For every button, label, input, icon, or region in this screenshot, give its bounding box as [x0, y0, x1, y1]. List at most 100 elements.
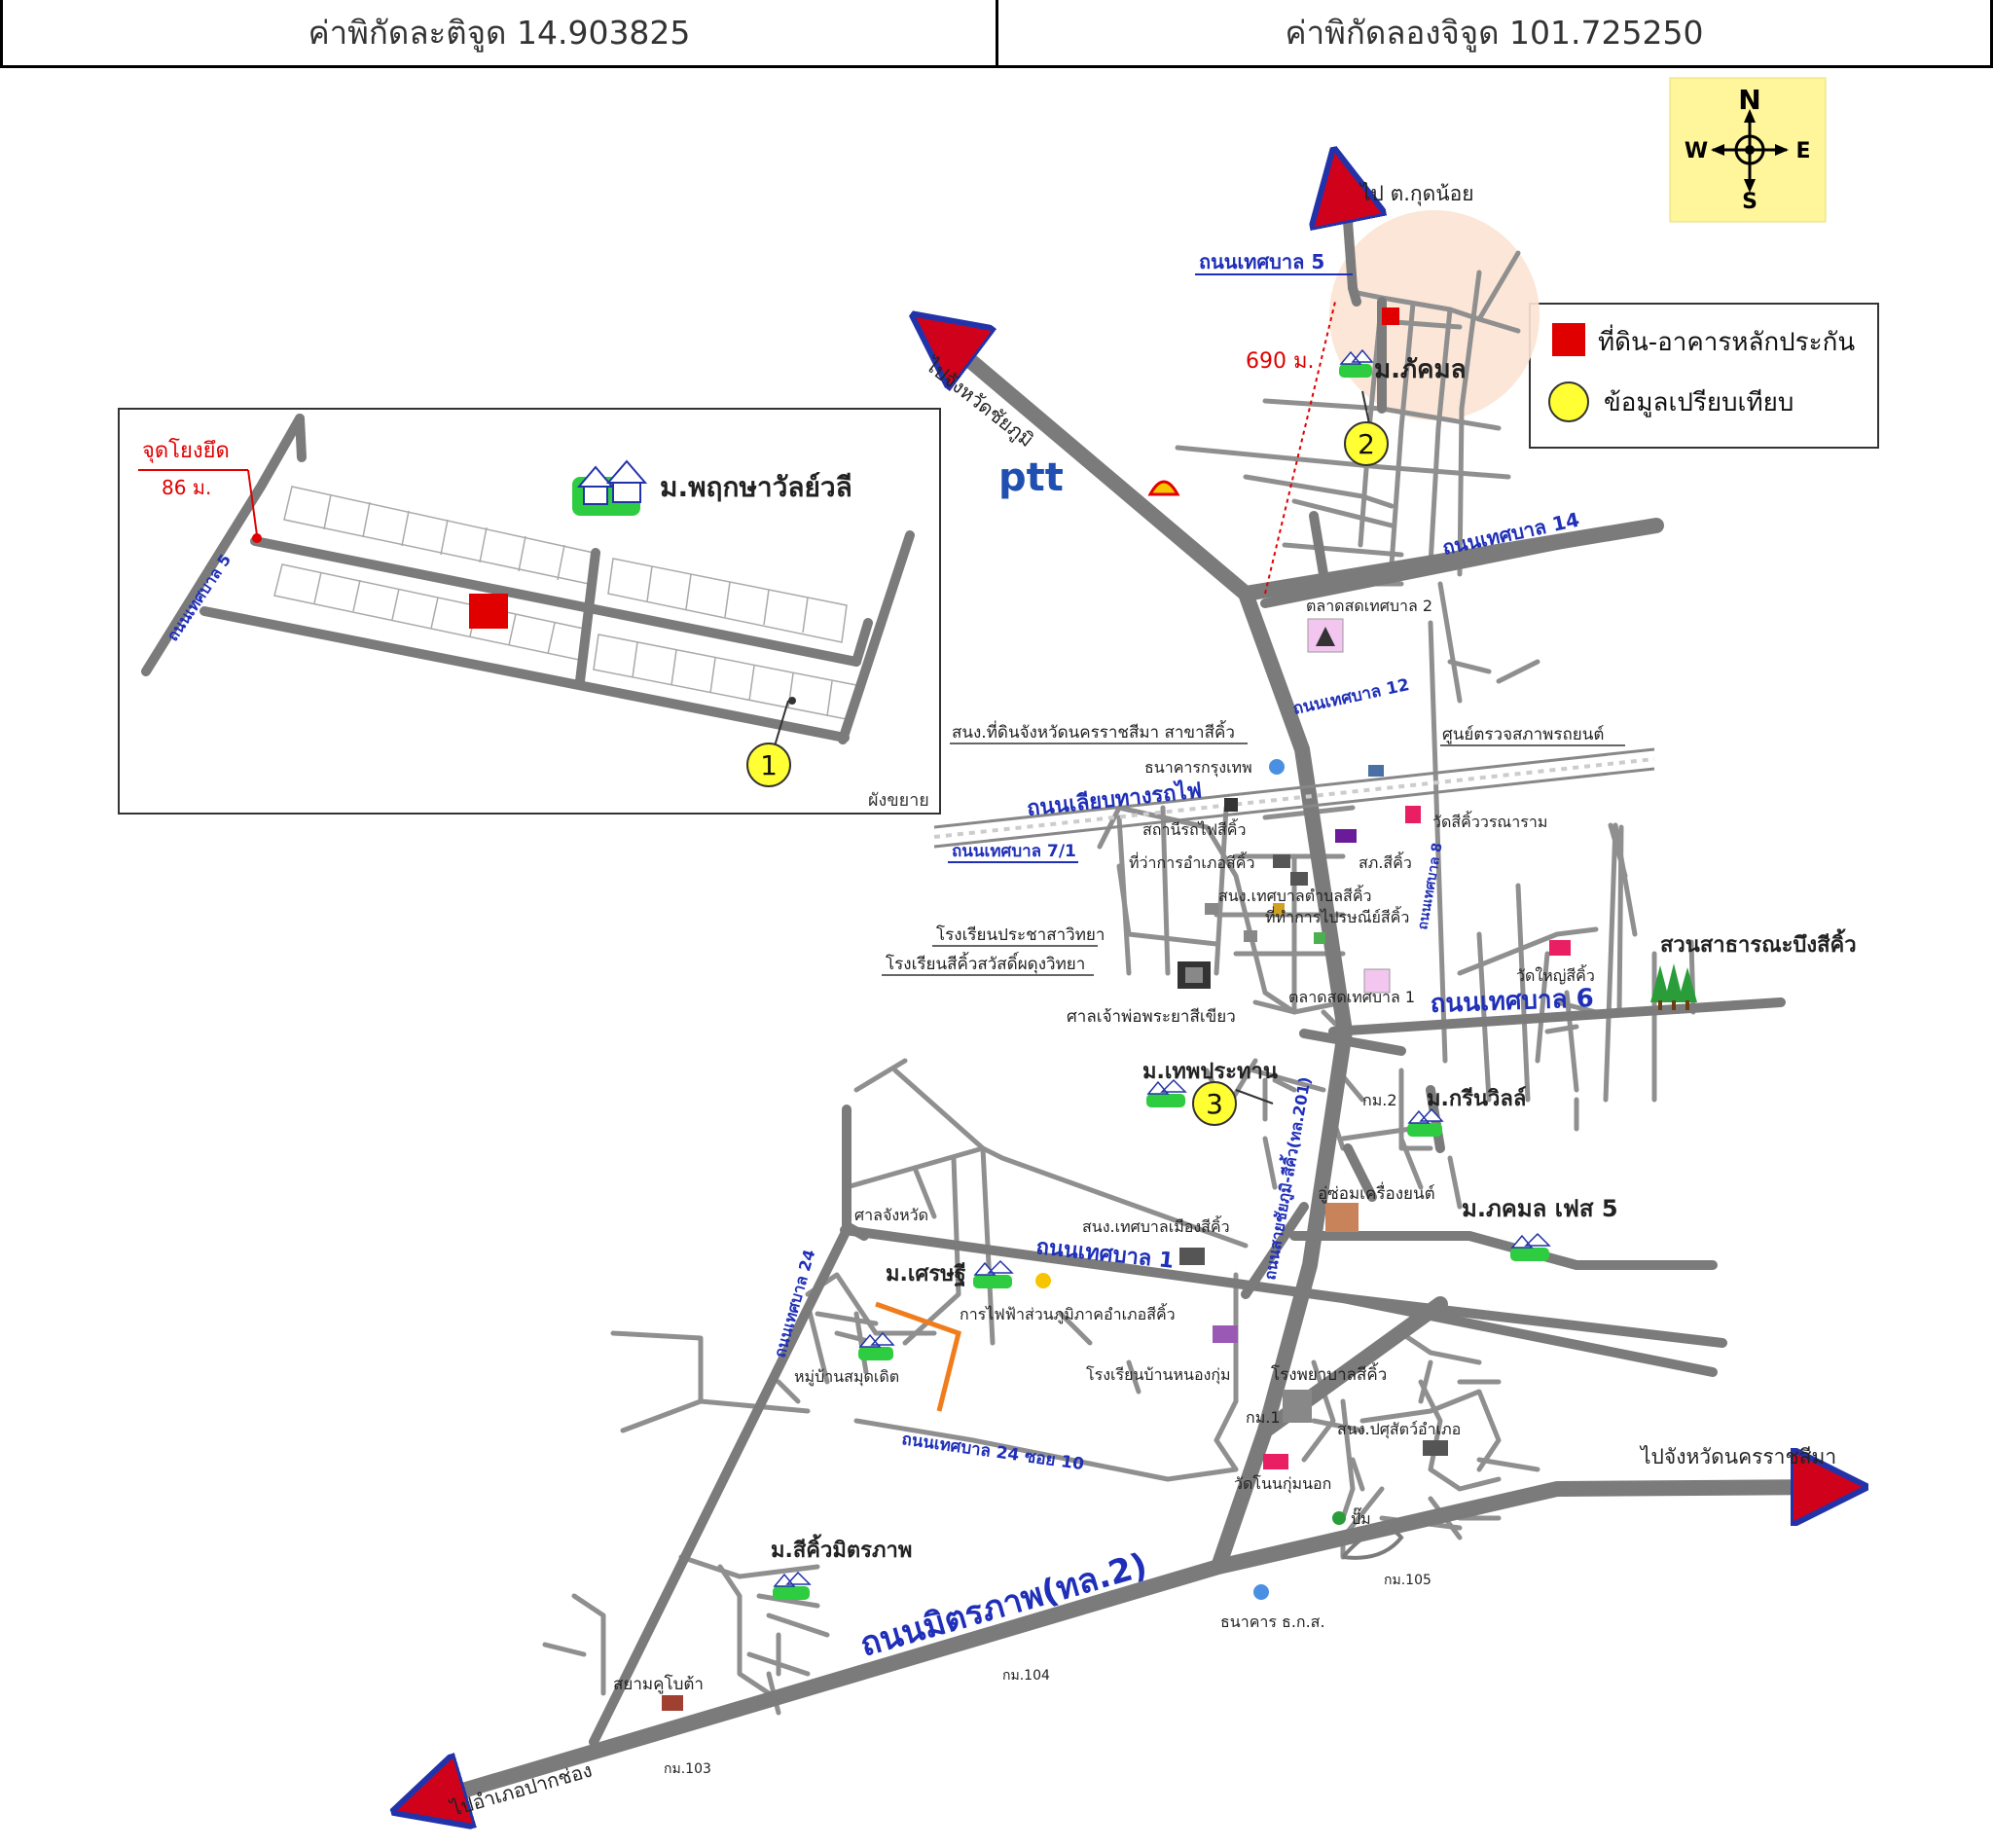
- wat-icon-3: [1263, 1454, 1288, 1469]
- label-vet: สนง.ปศุสัตว์อำเภอ: [1337, 1420, 1461, 1439]
- label-pea: การไฟฟ้าส่วนภูมิภาคอำเภอสีคิ้ว: [960, 1303, 1176, 1324]
- tie-point-label: จุดโยงยึด: [142, 438, 230, 463]
- arrow-pak-chong: [428, 1795, 448, 1801]
- label-police: สภ.สีคิ้ว: [1359, 852, 1412, 872]
- label-inspection: ศูนย์ตรวจสภาพรถยนต์: [1442, 725, 1604, 744]
- tie-distance-label: 86 ม.: [162, 476, 211, 499]
- village-icon-thepprathan: [1146, 1078, 1187, 1107]
- pea-icon: [1035, 1273, 1051, 1288]
- label-phakamon: ม.ภัคมล: [1374, 355, 1467, 384]
- hospital-icon: [1283, 1390, 1312, 1423]
- label-ac-shop: อู่ซ่อมเครื่องยนต์: [1318, 1181, 1435, 1204]
- police-icon: [1335, 829, 1357, 843]
- ac-shop-icon: [1325, 1203, 1359, 1232]
- label-bangkok-bank: ธนาคารกรุงเทพ: [1144, 758, 1252, 778]
- vet-icon: [1423, 1440, 1448, 1456]
- label-post: ที่ทำการไปรษณีย์สีคิ้ว: [1265, 906, 1409, 926]
- label-park: สวนสาธารณะบึงสีคิ้ว: [1660, 928, 1857, 958]
- village-icon-phakamon5: [1510, 1232, 1551, 1261]
- label-km105: กม.105: [1384, 1573, 1431, 1588]
- distance-line: [1264, 301, 1336, 595]
- label-school3: โรงเรียนบ้านหนองกุ่ม: [1086, 1365, 1231, 1385]
- orange-road: [875, 1301, 961, 1412]
- road-r6: ถนนเทศบาล 6: [1430, 984, 1594, 1019]
- village-icon: [572, 459, 648, 516]
- label-land-office: สนง.ที่ดินจังหวัดนครราชสีมา สาขาสีคิ้ว: [952, 720, 1235, 743]
- shell-icon: [1147, 480, 1180, 496]
- arrow-chaiyaphum: [942, 337, 973, 360]
- label-market1: ตลาดสดเทศบาล 1: [1288, 988, 1415, 1006]
- map-icons: [662, 348, 1697, 1711]
- inset-village-label: ม.พฤกษาวัลย์วลี: [660, 471, 852, 503]
- compass-s: S: [1742, 190, 1757, 214]
- latitude-text: ค่าพิกัดละติจูด 14.903825: [308, 14, 691, 52]
- label-km1: กม.1: [1246, 1408, 1281, 1427]
- collateral-plot: [1382, 308, 1399, 325]
- label-hospital: โรงพยาบาลสีคิ้ว: [1271, 1362, 1387, 1385]
- pump-icon: [1332, 1511, 1346, 1525]
- village-icon-mittraphap: [773, 1571, 812, 1600]
- post-icon: [1273, 903, 1285, 915]
- compass-n: N: [1738, 84, 1760, 116]
- wat-icon-1: [1405, 806, 1421, 823]
- marker-1-label: 1: [760, 749, 778, 781]
- inset-footer: ผังขยาย: [868, 790, 929, 811]
- label-pump: ปั๊ม: [1351, 1507, 1371, 1528]
- coordinate-header: ค่าพิกัดละติจูด 14.903825 ค่าพิกัดลองจิจ…: [0, 0, 1993, 68]
- village-icon-greenville: [1407, 1107, 1444, 1137]
- label-wat-worawan: วัดสีคิ้ววรณาราม: [1432, 811, 1547, 831]
- sao-icon: [1290, 872, 1308, 886]
- to-khok-noi: ไป ต.กุดน้อย: [1359, 182, 1474, 206]
- label-km2: กม.2: [1362, 1091, 1397, 1109]
- label-setthi: ม.เศรษฐี: [886, 1262, 966, 1287]
- place-labels: ม.ภัคมล ตลาดสดเทศบาล 2 สนง.ที่ดินจังหวัด…: [613, 355, 1857, 1777]
- longitude-cell: ค่าพิกัดลองจิจูด 101.725250: [998, 0, 1993, 68]
- compass-e: E: [1795, 139, 1810, 163]
- label-phakamon5: ม.ภคมล เฟส 5: [1462, 1195, 1618, 1222]
- school-icon-3: [1213, 1325, 1238, 1343]
- tree-icon: [1650, 963, 1697, 1010]
- kubota-icon: [662, 1695, 683, 1711]
- district-icon: [1273, 854, 1290, 868]
- marker-3-label: 3: [1206, 1088, 1223, 1120]
- ptt-logo: ptt: [998, 455, 1064, 500]
- label-km104: กม.104: [1002, 1668, 1050, 1684]
- bank-icon: [1269, 759, 1285, 775]
- market-1-icon: [1363, 968, 1391, 994]
- village-icon-setthi: [973, 1259, 1014, 1288]
- label-wat-nongkum: วัดโนนกุ่มนอก: [1234, 1474, 1331, 1494]
- label-km103: กม.103: [664, 1761, 711, 1777]
- compass-w: W: [1685, 139, 1708, 163]
- label-school1: โรงเรียนประชาสาวิทยา: [936, 924, 1105, 945]
- label-village-x: หมู่บ้านสมุดเดิต: [794, 1367, 899, 1387]
- label-court: ศาลจังหวัด: [854, 1206, 928, 1224]
- inspection-icon: [1368, 765, 1384, 777]
- collateral-swatch: [1552, 323, 1585, 356]
- label-district: ที่ว่าการอำเภอสีคิ้ว: [1129, 852, 1254, 872]
- road-r24-10: ถนนเทศบาล 24 ซอย 10: [900, 1430, 1085, 1474]
- label-market2: ตลาดสดเทศบาล 2: [1306, 597, 1432, 615]
- comparison-marker-3: [1192, 1081, 1237, 1126]
- to-nakhon: ไปจังหวัดนครราชสีมา: [1639, 1445, 1836, 1468]
- longitude-text: ค่าพิกัดลองจิจูด 101.725250: [1285, 14, 1704, 52]
- train-icon: [1224, 798, 1238, 812]
- legend-collateral: ที่ดิน-อาคารหลักประกัน: [1598, 324, 1855, 357]
- wat-icon-2: [1549, 940, 1571, 956]
- label-school2: โรงเรียนสีคิ้วสวัสดิ์ผดุงวิทยา: [886, 952, 1085, 974]
- railway-line: [933, 747, 1655, 849]
- label-greenville: ม.กรีนวิลล์: [1427, 1086, 1526, 1111]
- label-shrine: ศาลเจ้าพ่อพระยาสีเขียว: [1067, 1007, 1236, 1027]
- latitude-cell: ค่าพิกัดละติจูด 14.903825: [0, 0, 998, 68]
- label-mittraphap-village: ม.สีคิ้วมิตรภาพ: [771, 1534, 912, 1563]
- arrow-north: [1341, 185, 1349, 224]
- village-icon-phakamon: [1339, 348, 1374, 378]
- municipal-icon: [1179, 1248, 1205, 1265]
- school-icon-1: [1205, 903, 1218, 915]
- label-wat-yai: วัดใหญ่สีคิ้ว: [1516, 964, 1595, 985]
- legend-comparison: ข้อมูลเปรียบเทียบ: [1604, 388, 1794, 417]
- comparison-marker-1: [746, 743, 791, 787]
- distance-label: 690 ม.: [1246, 349, 1314, 374]
- subject-area-highlight: [1329, 210, 1540, 420]
- local-roads: [542, 250, 1696, 1716]
